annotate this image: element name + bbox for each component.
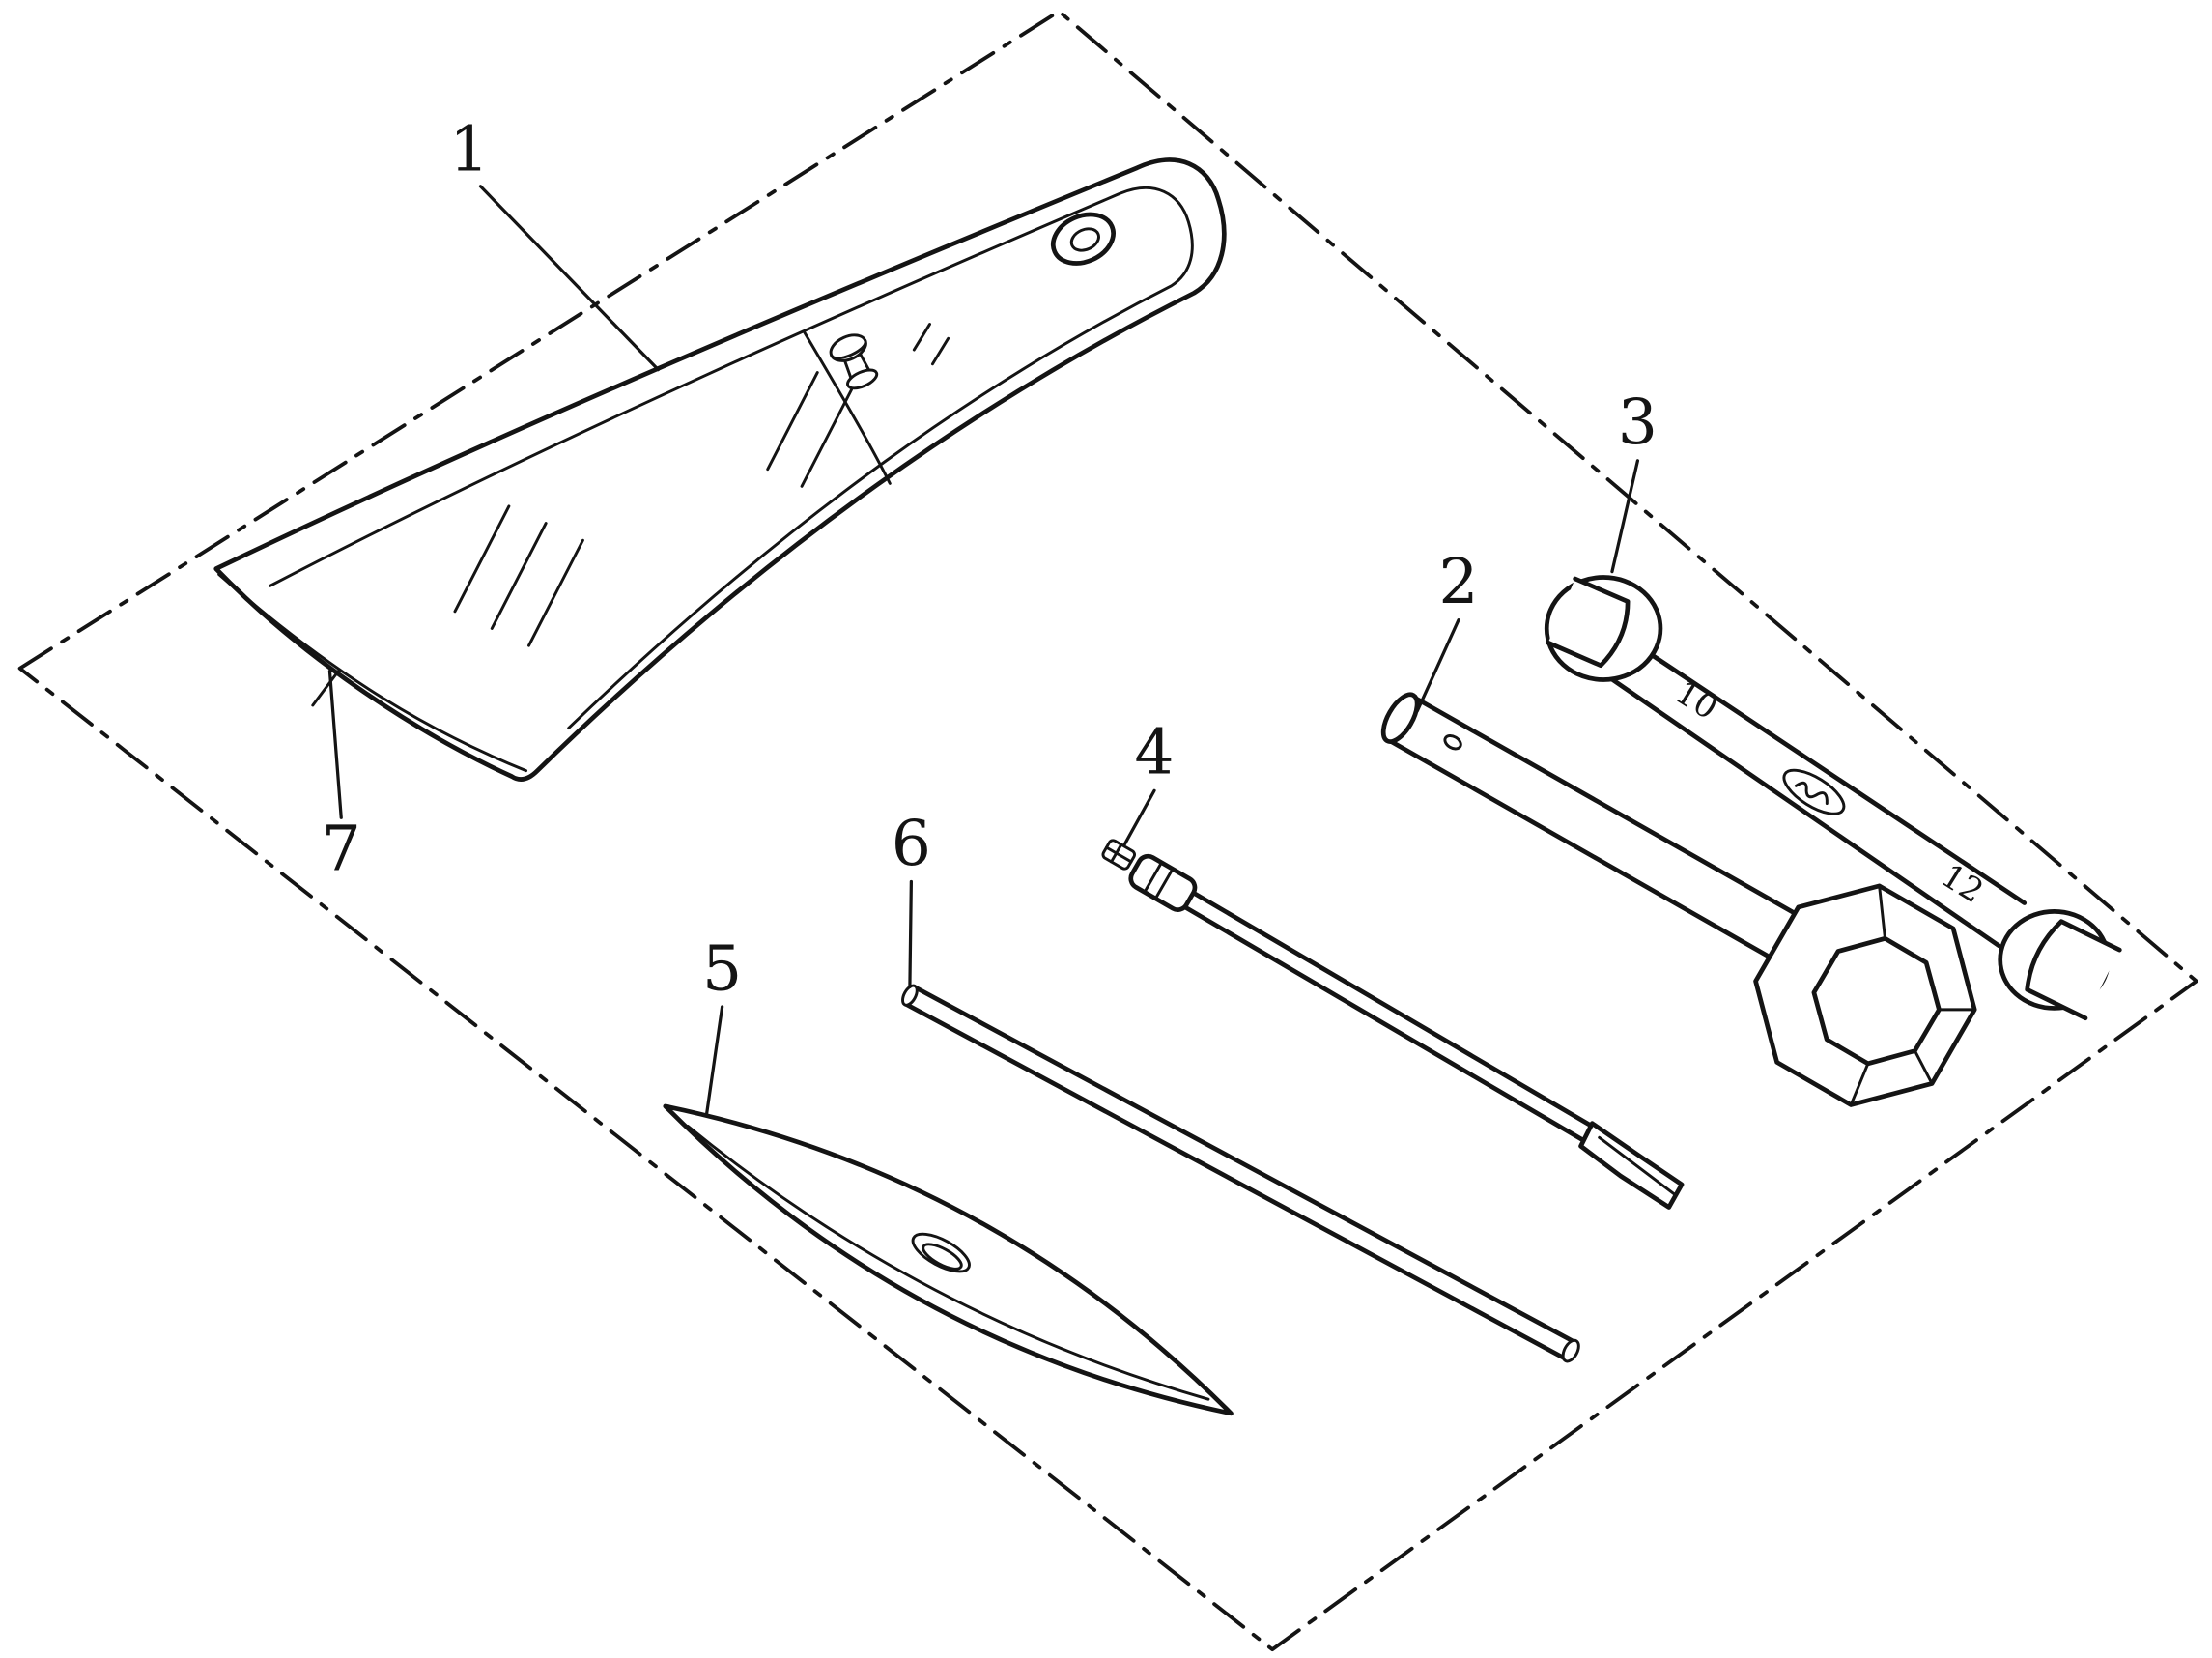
wrench-jaw-small (1546, 576, 1631, 669)
rod-right-end (1561, 1338, 1580, 1363)
wrench-shaft (1606, 640, 2025, 946)
leader-line-6 (908, 879, 913, 988)
part-1-tool-bag (213, 157, 1227, 782)
bag-shine-hatch-left (453, 504, 584, 647)
screwdriver-blade (1578, 1121, 1685, 1210)
snap-grommet (1051, 212, 1116, 266)
wrench-shaft-edges (1603, 637, 2028, 949)
rod-body (905, 986, 1575, 1359)
bag-shine-hatch-right (766, 371, 854, 488)
leader-line-7 (327, 670, 343, 819)
part-4-screwdriver (1101, 839, 1685, 1210)
leader-line-3 (1610, 459, 1640, 574)
tube-open-end (1380, 692, 1420, 744)
callout-4: 4 (1134, 717, 1174, 789)
snap-stud (829, 333, 879, 390)
socket-head-opening (1811, 935, 1942, 1067)
tube-hole (1443, 734, 1462, 751)
wrench-jaw-large (2025, 919, 2122, 1021)
lever-thickness-line (686, 1125, 1210, 1401)
leader-line-1 (478, 185, 661, 372)
tube-body (1387, 697, 1795, 956)
bag-pocket-seam (803, 330, 892, 485)
screwdriver-bit (1101, 839, 1136, 871)
callout-6: 6 (892, 808, 931, 880)
leader-line-4 (1122, 788, 1156, 846)
rod-edges (903, 985, 1578, 1362)
tube-edges (1385, 694, 1797, 958)
callout-5: 5 (702, 932, 742, 1005)
screwdriver-shaft (1182, 891, 1600, 1145)
part-3-open-end-wrench: 10 12 (1544, 575, 2122, 1021)
part-2-plug-wrench (1380, 692, 1977, 1107)
screwdriver-shaft-edges (1180, 889, 1602, 1148)
part-6-rod (901, 984, 1580, 1363)
brand-logo-oval (1782, 768, 1846, 815)
part-5-lever (663, 1103, 1234, 1416)
lever-slot (911, 1232, 971, 1273)
callout-7: 7 (322, 814, 361, 886)
tool-bag-outline (213, 157, 1227, 782)
callout-labels: 1 2 3 4 5 6 7 (322, 114, 1658, 1006)
flap-fold-detail (311, 670, 340, 707)
screwdriver-blade-ridge (1598, 1135, 1677, 1196)
flap-crease (217, 573, 528, 773)
screwdriver-collar (1128, 853, 1198, 912)
leader-line-2 (1415, 618, 1460, 713)
part-7-bag-flap (217, 573, 528, 773)
callout-1: 1 (449, 114, 489, 186)
rod-left-end (901, 984, 919, 1007)
tool-bag-inner-rim (269, 186, 1194, 729)
leader-line-5 (704, 1005, 724, 1117)
boundary-outline (17, 9, 2198, 1652)
leader-lines (327, 185, 1640, 1117)
callout-2: 2 (1438, 546, 1478, 618)
stud-accent-marks (912, 323, 950, 366)
socket-facet-lines (1849, 884, 1976, 1106)
callout-3: 3 (1618, 386, 1658, 459)
